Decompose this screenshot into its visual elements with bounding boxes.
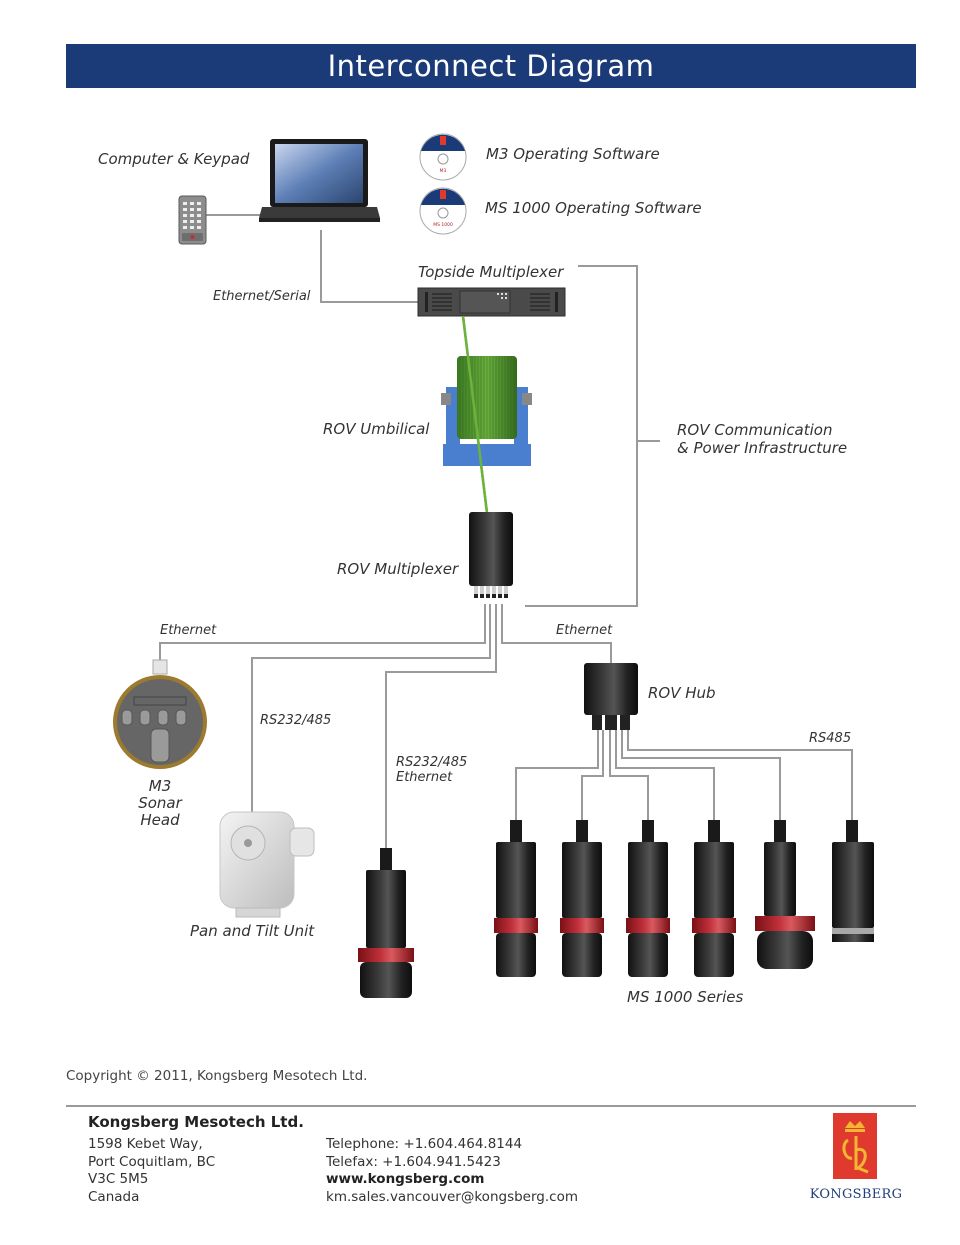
- telephone: Telephone: +1.604.464.8144: [326, 1136, 523, 1152]
- address-line: V3C 5M5: [88, 1171, 149, 1187]
- pan-tilt-line: [251, 604, 491, 812]
- ms1000-series-icons: [494, 820, 874, 977]
- website-link[interactable]: www.kongsberg.com: [326, 1171, 485, 1187]
- sonar-label-line2: Sonar: [138, 794, 182, 812]
- ms1000-line-5: [621, 730, 781, 820]
- m3-software-label: M3 Operating Software: [486, 145, 660, 163]
- rov-multiplexer-label: ROV Multiplexer: [337, 560, 459, 578]
- ms1000-line-4: [615, 730, 715, 820]
- address-line: Port Coquitlam, BC: [88, 1153, 216, 1170]
- ms1000-series-label: MS 1000 Series: [627, 988, 744, 1006]
- telefax: Telefax: +1.604.941.5423: [326, 1153, 501, 1170]
- kongsberg-logo-text: KONGSBERG: [809, 1187, 903, 1202]
- ms1000-software-label: MS 1000 Operating Software: [485, 199, 702, 217]
- ms1000-head-3: [626, 820, 670, 977]
- page-title: Interconnect Diagram: [327, 49, 655, 83]
- company-name: Kongsberg Mesotech Ltd.: [88, 1113, 304, 1131]
- standalone-sonar-icon: [358, 848, 414, 998]
- svg-text:M3: M3: [440, 168, 447, 174]
- topside-multiplexer-icon: [417, 287, 566, 317]
- rov-umbilical-label: ROV Umbilical: [323, 420, 430, 438]
- svg-text:MS 1000: MS 1000: [433, 222, 453, 228]
- page-title-banner: Interconnect Diagram: [66, 44, 916, 88]
- infrastructure-label-line2: & Power Infrastructure: [677, 439, 848, 457]
- ethernet-hub-line: [501, 604, 612, 665]
- rs485-label: RS485: [809, 731, 852, 746]
- infrastructure-label-line1: ROV Communication: [677, 421, 833, 439]
- umbilical-cable-front: [461, 315, 489, 514]
- rov-hub-label: ROV Hub: [648, 684, 716, 702]
- address-line: Canada: [88, 1188, 140, 1205]
- ethernet-serial-label: Ethernet/Serial: [213, 289, 311, 304]
- ms1000-line-2: [581, 730, 604, 820]
- laptop-icon: [259, 139, 380, 222]
- sonar-link-label-line1: RS232/485: [396, 755, 468, 770]
- ethernet-right-label: Ethernet: [556, 623, 613, 638]
- sonar-link-label-line2: Ethernet: [396, 770, 453, 785]
- cd-disc-icon-m3: M3: [419, 133, 467, 181]
- umbilical-winch-icon: [441, 356, 532, 466]
- ms1000-head-4: [692, 820, 736, 977]
- ms1000-line-1: [515, 730, 599, 820]
- rs485-line: [627, 730, 853, 820]
- ethernet-left-label: Ethernet: [160, 623, 217, 638]
- ms1000-head-5: [755, 820, 815, 969]
- computer-keypad-label: Computer & Keypad: [98, 150, 250, 168]
- cd-disc-icon-ms1000: MS 1000: [419, 187, 467, 235]
- company-address: 1598 Kebet Way, Port Coquitlam, BC V3C 5…: [88, 1136, 215, 1206]
- sonar-link-line: [385, 604, 497, 848]
- topside-multiplexer-label: Topside Multiplexer: [418, 263, 564, 281]
- kongsberg-logo-emblem: [833, 1113, 877, 1179]
- ms1000-head-2: [560, 820, 604, 977]
- ms1000-head-6: [832, 820, 874, 942]
- email-link[interactable]: km.sales.vancouver@kongsberg.com: [326, 1188, 578, 1205]
- rov-multiplexer-icon: [469, 512, 513, 598]
- infrastructure-bracket: [525, 265, 638, 607]
- company-contact: Telephone: +1.604.464.8144 Telefax: +1.6…: [326, 1136, 578, 1206]
- pan-tilt-unit-icon: [219, 811, 315, 918]
- m3-sonar-head-icon: [113, 659, 207, 769]
- pan-tilt-label: Pan and Tilt Unit: [190, 922, 315, 940]
- rov-hub-icon: [584, 663, 638, 730]
- ethernet-sonar-line: [159, 604, 486, 672]
- address-line: 1598 Kebet Way,: [88, 1136, 203, 1152]
- ms1000-head-1: [494, 820, 538, 977]
- pan-tilt-link-label: RS232/485: [260, 713, 332, 728]
- ms1000-line-3: [609, 730, 649, 820]
- ethernet-serial-line: [320, 230, 418, 303]
- connection-lines: [159, 214, 853, 848]
- sonar-label-line1: M3: [148, 777, 172, 795]
- footer-divider: [66, 1105, 916, 1107]
- sonar-label-line3: Head: [140, 811, 180, 829]
- keypad-icon: [178, 195, 207, 245]
- copyright-text: Copyright © 2011, Kongsberg Mesotech Ltd…: [66, 1068, 368, 1084]
